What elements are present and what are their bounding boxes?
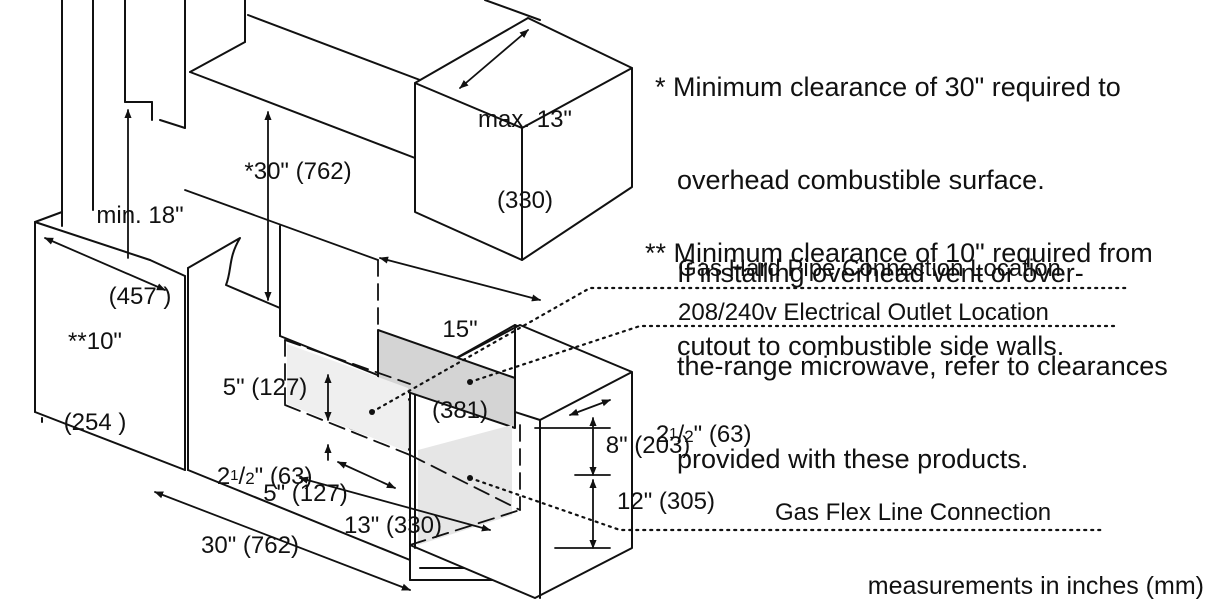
dim-offset-right-rest: " (63) <box>693 421 752 448</box>
dim-min-18: min. 18" (457 ) <box>80 148 200 337</box>
dim-height-8: 8" (203) <box>605 432 691 459</box>
dim-offset-2-5-left: 21/2" (63) <box>216 463 313 490</box>
dim-offset-left-rest: " (63) <box>254 463 313 490</box>
leader-lines <box>370 286 1132 532</box>
note2-line: cutout to combustible side walls. <box>677 331 1065 361</box>
dim-offset-left-whole: 2 <box>216 463 231 490</box>
dim-offset-right-den: 2 <box>684 427 694 446</box>
dim-box-5-vertical: 5" (127) <box>222 374 308 401</box>
dim-max-13-line2: (330) <box>496 187 554 214</box>
cutout-floor-shade <box>287 344 408 452</box>
leader-dots <box>369 379 473 481</box>
callout-gas-hard-pipe: Gas Hard Pipe Connection Location <box>678 255 1061 282</box>
dim-box-5-horizontal: 5" (127) <box>263 480 348 507</box>
dim-overhead-30: *30" (762) <box>244 158 352 185</box>
dim-height-12: 12" (305) <box>617 488 715 515</box>
wall-cabinet-pillar <box>61 0 186 227</box>
electrical-panel <box>377 329 516 429</box>
dim-side-10-line1: **10" <box>68 328 122 355</box>
dim-width-30: 30" (762) <box>201 532 299 559</box>
dim-offset-left-den: 2 <box>245 469 255 488</box>
note1-line: If installing overhead vent or over- <box>677 258 1084 288</box>
dim-depth-15: 15" (381) <box>415 262 505 451</box>
dim-max-13-line1: max. 13" <box>478 106 572 133</box>
dim-min-18-line1: min. 18" <box>96 202 184 229</box>
dimension-lines <box>44 29 611 591</box>
note-side-clearance: ** Minimum clearance of 10" required fro… <box>645 176 1153 393</box>
note1-line: overhead combustible surface. <box>677 165 1045 195</box>
note1-line: provided with these products. <box>677 444 1029 474</box>
callout-gas-flex-line: Gas Flex Line Connection <box>775 499 1052 526</box>
note-overhead-clearance: * Minimum clearance of 30" required to o… <box>655 10 1168 506</box>
measurements-note: measurements in inches (mm) <box>867 572 1204 600</box>
dim-side-10: **10" (254 ) <box>40 274 150 463</box>
dim-side-10-line2: (254 ) <box>63 409 127 436</box>
callout-electrical-outlet: 208/240v Electrical Outlet Location <box>678 299 1049 326</box>
dim-min-18-line2: (457 ) <box>108 283 172 310</box>
dim-depth-15-line2: (381) <box>431 397 489 424</box>
dim-offset-right-num: 1 <box>669 425 678 442</box>
dim-offset-2-5-right: 21/2" (63) <box>655 421 752 448</box>
dim-offset-right-whole: 2 <box>655 421 670 448</box>
dim-offset-left-num: 1 <box>230 467 239 484</box>
dim-max-13: max. 13" (330) <box>455 52 595 241</box>
note2-line: ** Minimum clearance of 10" required fro… <box>645 238 1153 268</box>
note1-line: the-range microwave, refer to clearances <box>677 351 1168 381</box>
dim-depth-15-line1: 15" <box>442 316 478 343</box>
dim-width-13: 13" (330) <box>344 512 442 539</box>
note1-line: * Minimum clearance of 30" required to <box>655 72 1121 102</box>
